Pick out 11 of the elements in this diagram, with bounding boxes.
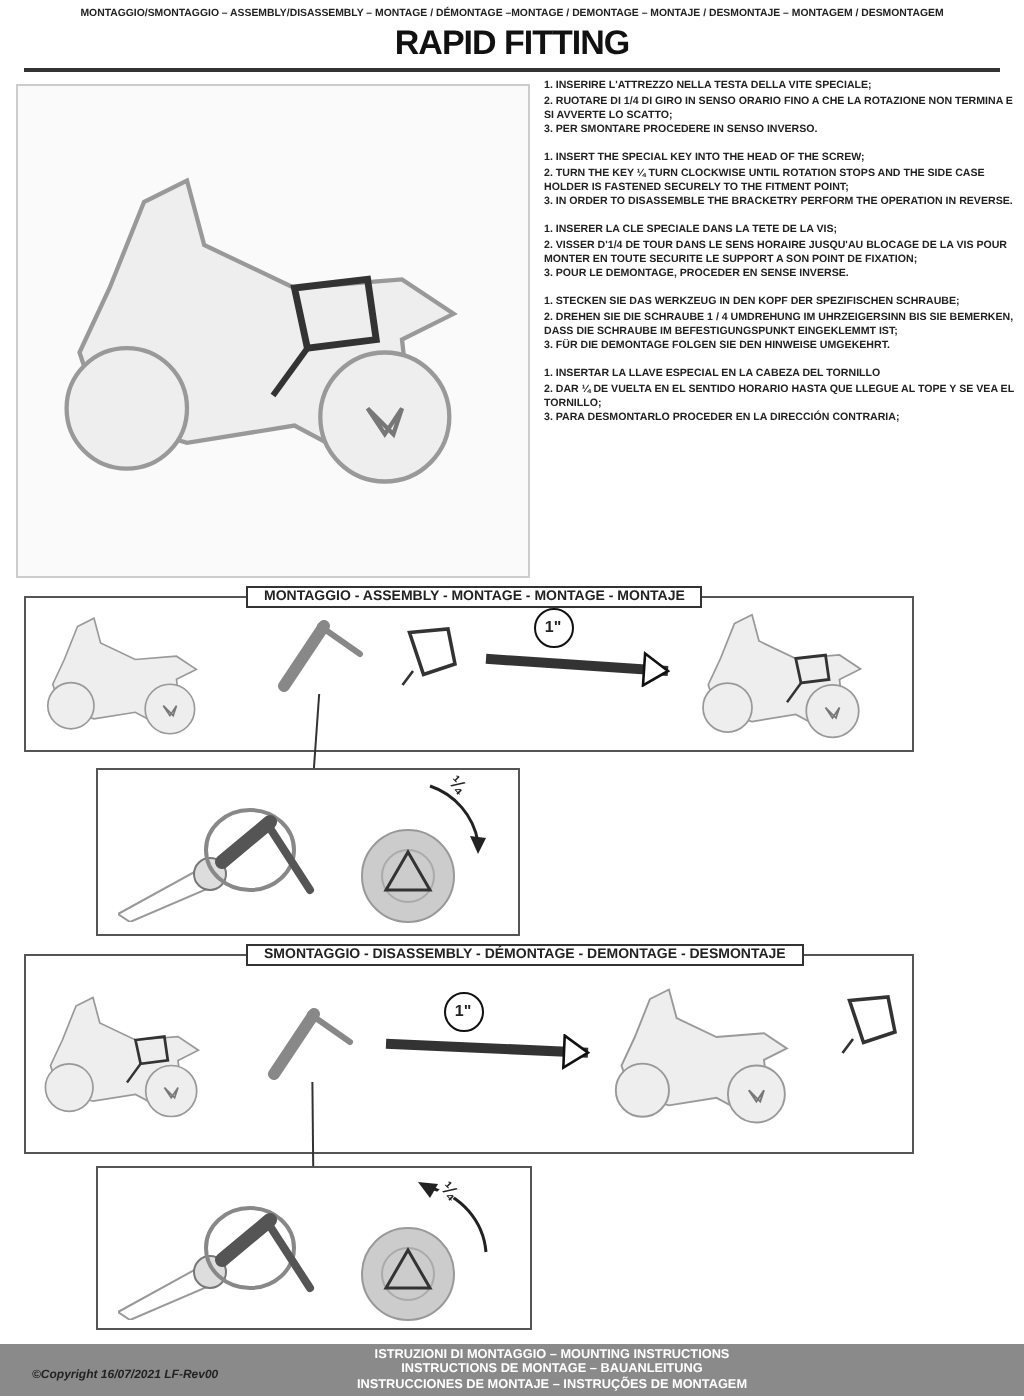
arrow (485, 652, 670, 687)
page-title: RAPID FITTING (392, 24, 632, 64)
detail-panel (96, 768, 520, 936)
leader-line (312, 693, 321, 769)
leader-line (311, 1081, 315, 1167)
stopwatch-label: 1" (443, 992, 483, 1033)
stopwatch-label: 1" (533, 608, 573, 649)
detail-panel (96, 1166, 532, 1330)
fraction-label: ¼ (445, 771, 470, 797)
fraction-label: ¼ (437, 1177, 462, 1203)
arrow (385, 1034, 590, 1069)
